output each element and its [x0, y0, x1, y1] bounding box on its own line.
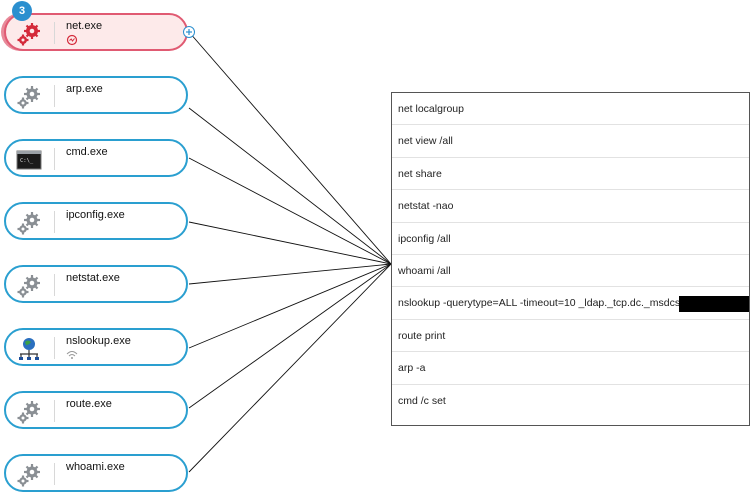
process-node-ipconfig[interactable]: ipconfig.exe — [4, 202, 188, 240]
command-text: nslookup -querytype=ALL -timeout=10 _lda… — [398, 297, 684, 310]
command-line-panel: net localgroup net view /all net share n… — [391, 92, 750, 426]
command-row[interactable]: netstat -nao — [392, 190, 749, 223]
command-row[interactable]: route print — [392, 320, 749, 353]
command-row[interactable]: nslookup -querytype=ALL -timeout=10 _lda… — [392, 287, 749, 320]
gear-red-icon — [16, 21, 42, 47]
process-name: cmd.exe — [66, 146, 108, 158]
process-name: netstat.exe — [66, 272, 120, 284]
command-text: net share — [398, 167, 442, 180]
command-row[interactable]: net localgroup — [392, 93, 749, 126]
connection-line-ipconfig — [188, 221, 392, 265]
network-globe-icon — [16, 336, 42, 362]
process-name: net.exe — [66, 20, 103, 32]
process-name: nslookup.exe — [66, 335, 131, 347]
process-node-net[interactable]: net.exe — [4, 13, 188, 51]
gear-icon — [16, 462, 42, 488]
command-text: route print — [398, 329, 446, 342]
command-row[interactable]: ipconfig /all — [392, 223, 749, 255]
command-row[interactable]: net view /all — [392, 125, 749, 158]
process-node-cmd[interactable]: C:\_ cmd.exe — [4, 139, 188, 177]
command-text: whoami /all — [398, 264, 451, 277]
command-text: net view /all — [398, 135, 453, 148]
gear-icon — [16, 84, 42, 110]
process-name: ipconfig.exe — [66, 209, 125, 221]
expand-plus-icon[interactable] — [183, 26, 195, 38]
command-row[interactable]: cmd /c set — [392, 385, 749, 417]
connection-line-whoami — [188, 263, 392, 473]
terminal-icon: C:\_ — [16, 147, 42, 173]
process-node-nslookup[interactable]: nslookup.exe — [4, 328, 188, 366]
command-row[interactable]: whoami /all — [392, 255, 749, 288]
gear-icon — [16, 399, 42, 425]
process-node-netstat[interactable]: netstat.exe — [4, 265, 188, 303]
connection-line-nslookup — [188, 263, 392, 349]
command-text: netstat -nao — [398, 200, 454, 213]
process-node-whoami[interactable]: whoami.exe — [4, 454, 188, 492]
process-name: arp.exe — [66, 83, 103, 95]
connection-line-net — [188, 31, 392, 265]
process-node-arp[interactable]: arp.exe — [4, 76, 188, 114]
process-name: route.exe — [66, 398, 112, 410]
command-text: arp -a — [398, 362, 426, 375]
connection-line-cmd — [188, 157, 392, 265]
command-text: net localgroup — [398, 103, 464, 115]
redaction-block — [679, 296, 749, 313]
svg-text:C:\_: C:\_ — [20, 158, 34, 164]
process-node-route[interactable]: route.exe — [4, 391, 188, 429]
connection-line-netstat — [188, 263, 392, 285]
command-row[interactable]: arp -a — [392, 352, 749, 385]
connection-line-arp — [188, 107, 392, 265]
wifi-icon — [66, 349, 78, 361]
command-text: cmd /c set — [398, 394, 446, 407]
command-row[interactable]: net share — [392, 158, 749, 191]
connection-line-route — [188, 263, 392, 409]
alert-count-badge: 3 — [12, 1, 32, 21]
alert-circle-icon — [66, 34, 78, 46]
gear-icon — [16, 273, 42, 299]
process-name: whoami.exe — [66, 461, 125, 473]
gear-icon — [16, 210, 42, 236]
command-text: ipconfig /all — [398, 232, 451, 245]
